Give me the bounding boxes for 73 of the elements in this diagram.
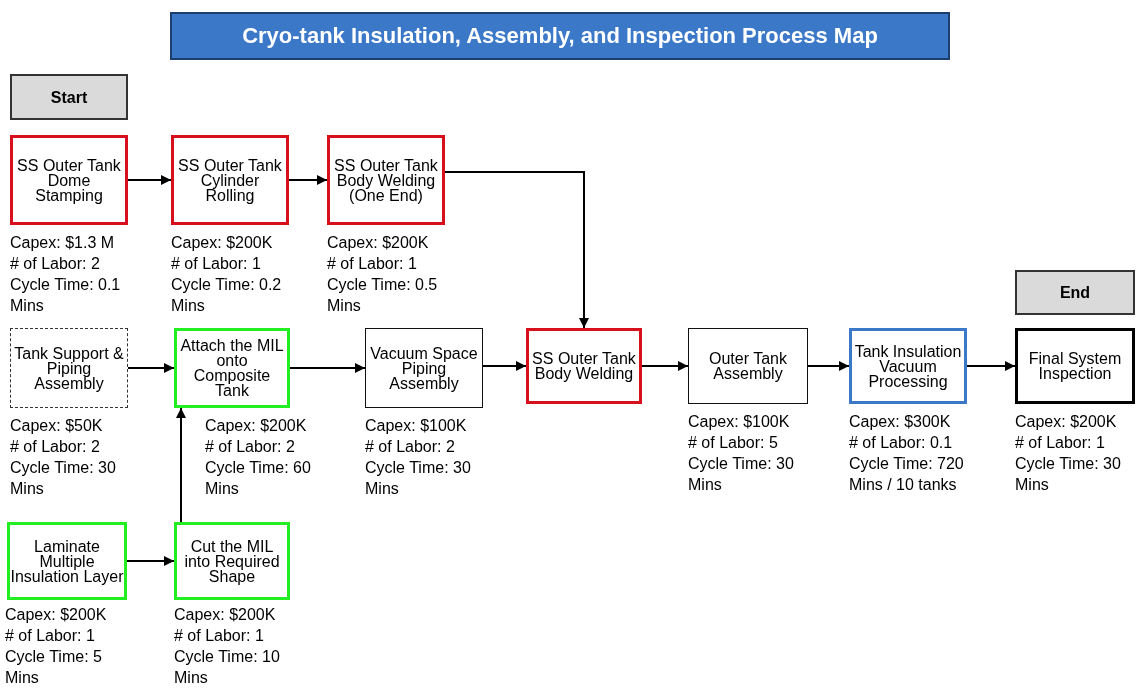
stat-text: Capex: $200K xyxy=(1015,412,1118,432)
stat-text: # of Labor: 0.1 xyxy=(849,433,954,453)
stat-text: Cycle Time: 30 Mins xyxy=(365,458,472,499)
stat-text: Cycle Time: 0.2 Mins xyxy=(171,275,283,316)
stat-text: Cycle Time: 0.1 Mins xyxy=(10,275,122,316)
process-box xyxy=(1015,328,1135,404)
process-label: SS Outer Tank Body Welding (One End) xyxy=(333,157,439,203)
process-box xyxy=(688,328,808,404)
arrow xyxy=(807,361,850,371)
stat-text: Capex: $100K xyxy=(688,412,791,432)
arrow xyxy=(127,363,175,373)
arrow xyxy=(482,361,527,371)
arrow xyxy=(127,175,172,185)
process-label: Cut the MIL into Required Shape xyxy=(183,538,281,584)
stat-text: Cycle Time: 30 Mins xyxy=(688,454,795,495)
stat-text: Cycle Time: 720 Mins / 10 tanks xyxy=(849,454,965,495)
process-box xyxy=(849,328,967,404)
stat-text: Capex: $200K xyxy=(171,233,274,253)
terminal-label: End xyxy=(1059,285,1091,300)
stat-text: # of Labor: 2 xyxy=(10,254,101,274)
title-banner: Cryo-tank Insulation, Assembly, and Inspection Process Map xyxy=(170,12,950,60)
process-label: Final System Inspection xyxy=(1027,351,1123,381)
arrow xyxy=(176,407,186,523)
arrow xyxy=(288,175,328,185)
stat-text: Capex: $50K xyxy=(10,416,104,436)
process-box xyxy=(174,522,290,600)
stat-text: # of Labor: 1 xyxy=(5,626,96,646)
process-label: SS Outer Tank Dome Stamping xyxy=(16,157,122,203)
process-box xyxy=(10,328,128,408)
process-box xyxy=(171,135,289,225)
arrow xyxy=(444,171,589,329)
process-label: Tank Support & Piping Assembly xyxy=(13,345,125,391)
process-label: Outer Tank Assembly xyxy=(708,351,788,381)
process-label: Attach the MIL onto Composite Tank xyxy=(179,338,285,398)
stat-text: Cycle Time: 30 Mins xyxy=(1015,454,1122,495)
process-box xyxy=(327,135,445,225)
stat-text: Cycle Time: 0.5 Mins xyxy=(327,275,439,316)
arrow xyxy=(289,363,366,373)
stat-text: Capex: $300K xyxy=(849,412,952,432)
stat-text: Cycle Time: 30 Mins xyxy=(10,458,117,499)
stat-text: Cycle Time: 10 Mins xyxy=(174,647,281,688)
stat-text: # of Labor: 1 xyxy=(1015,433,1106,453)
process-box xyxy=(174,328,290,408)
stat-text: Capex: $200K xyxy=(327,233,430,253)
process-box xyxy=(7,522,127,600)
process-box xyxy=(10,135,128,225)
arrow xyxy=(126,556,175,566)
process-box xyxy=(526,328,642,404)
stat-text: Capex: $1.3 M xyxy=(10,233,116,253)
stat-text: # of Labor: 2 xyxy=(10,437,101,457)
terminal-box xyxy=(10,74,128,120)
process-label: Laminate Multiple Insulation Layer xyxy=(10,538,124,584)
stat-text: # of Labor: 2 xyxy=(365,437,456,457)
stat-text: # of Labor: 1 xyxy=(174,626,265,646)
process-label: Tank Insulation Vacuum Processing xyxy=(853,343,963,389)
stat-text: Cycle Time: 5 Mins xyxy=(5,647,103,688)
stat-text: Capex: $200K xyxy=(205,416,308,436)
stat-text: Capex: $100K xyxy=(365,416,468,436)
stat-text: # of Labor: 2 xyxy=(205,437,296,457)
process-label: SS Outer Tank Body Welding xyxy=(531,351,637,381)
stat-text: Capex: $200K xyxy=(174,605,277,625)
process-label: Vacuum Space Piping Assembly xyxy=(369,345,479,391)
arrow xyxy=(966,361,1016,371)
stat-text: # of Labor: 1 xyxy=(171,254,262,274)
stat-text: Capex: $200K xyxy=(5,605,108,625)
stat-text: # of Labor: 1 xyxy=(327,254,418,274)
stat-text: # of Labor: 5 xyxy=(688,433,779,453)
stat-text: Cycle Time: 60 Mins xyxy=(205,458,312,499)
arrow xyxy=(641,361,689,371)
terminal-box xyxy=(1015,270,1135,315)
process-box xyxy=(365,328,483,408)
terminal-label: Start xyxy=(50,89,88,105)
process-label: SS Outer Tank Cylinder Rolling xyxy=(177,157,283,203)
